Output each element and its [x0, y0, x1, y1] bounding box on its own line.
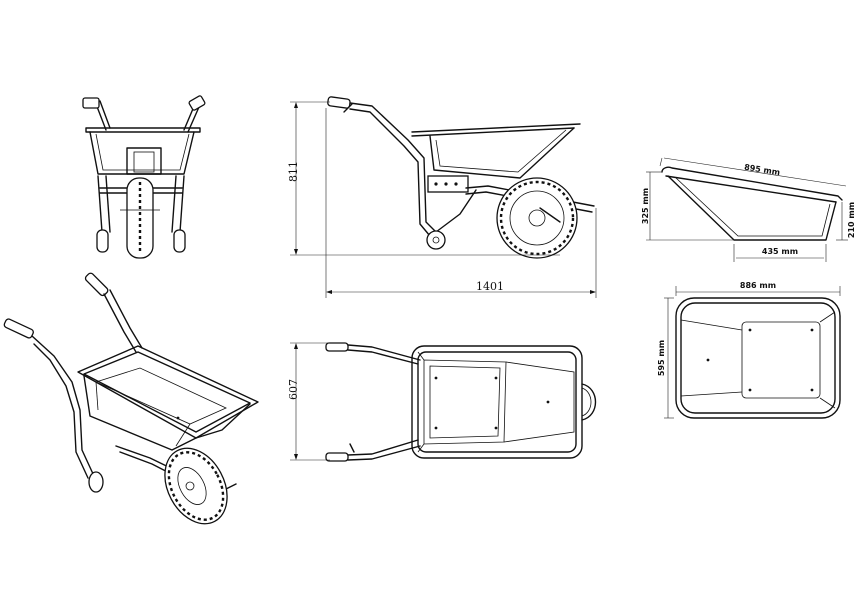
tray-side-profile: 895 mm 325 mm 210 mm 435 mm — [641, 157, 856, 262]
dim-tray-depth: 325 mm — [641, 188, 650, 224]
dim-width-607: 607 — [287, 379, 300, 400]
front-view — [82, 95, 206, 259]
dim-length-1401: 1401 — [476, 280, 504, 293]
dim-height-811: 811 — [287, 161, 300, 182]
dim-tray-bottom-length: 435 mm — [762, 247, 798, 256]
dim-tray-plan-length: 886 mm — [740, 281, 776, 290]
top-view: 607 — [287, 342, 597, 462]
tray-plan-view: 886 mm 595 mm — [657, 281, 841, 419]
side-view: 811 1401 — [287, 96, 597, 298]
dim-tray-plan-width: 595 mm — [657, 340, 666, 376]
dim-tray-top-length: 895 mm — [744, 163, 781, 178]
isometric-view — [3, 272, 259, 525]
dim-tray-end-height: 210 mm — [847, 202, 856, 238]
